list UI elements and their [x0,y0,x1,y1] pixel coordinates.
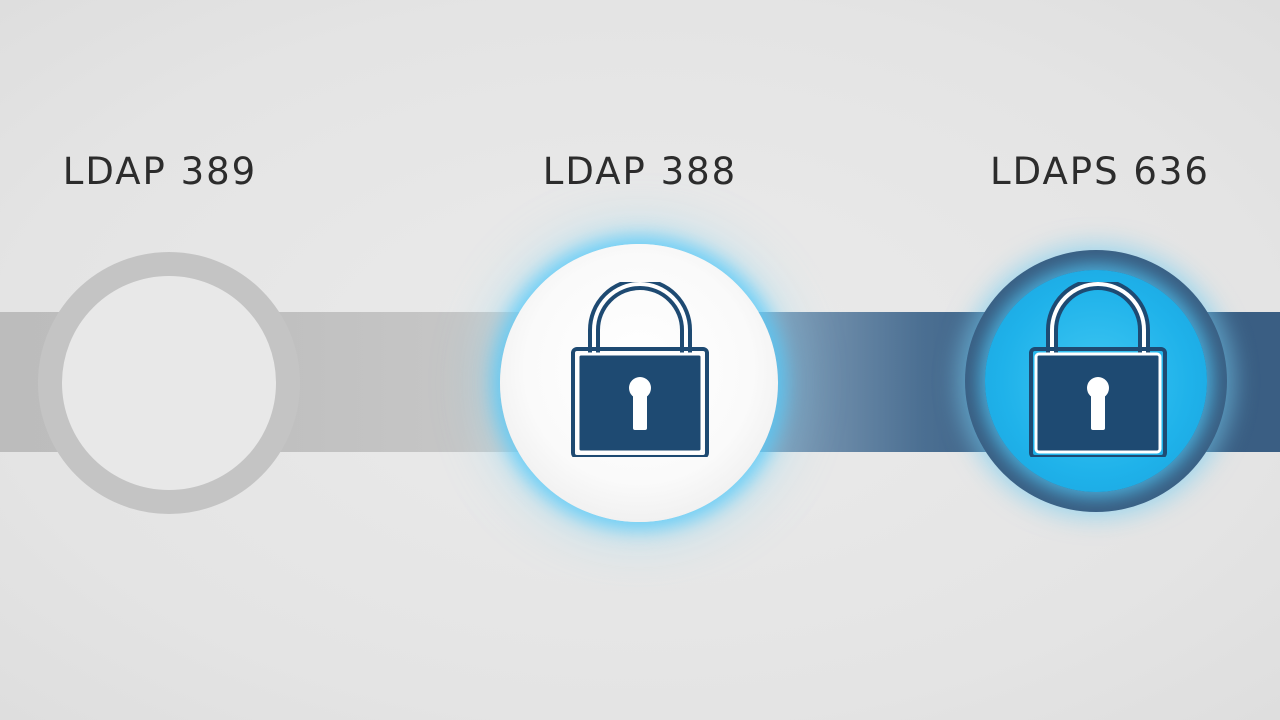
stage-label-2: LDAP 388 [542,150,738,193]
empty-ring-icon [38,252,300,514]
stage-label-1: LDAP 389 [62,150,258,193]
stage-label-3: LDAPS 636 [990,150,1210,193]
lock-icon [1029,282,1167,457]
lock-icon [571,282,709,457]
